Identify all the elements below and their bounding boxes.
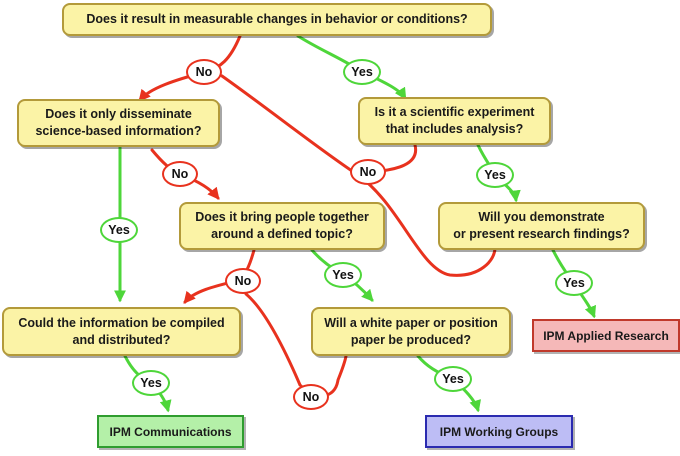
decision-q7-white-paper: Will a white paper or position paper be … bbox=[311, 307, 511, 356]
label-q7-no: No bbox=[293, 384, 329, 410]
label-q1-yes: Yes bbox=[343, 59, 381, 85]
label-q2-yes: Yes bbox=[100, 217, 138, 243]
outcome-ipm-applied-research: IPM Applied Research bbox=[532, 319, 680, 352]
label-q7-yes: Yes bbox=[434, 366, 472, 392]
decision-q2-disseminate-info: Does it only disseminate science-based i… bbox=[17, 99, 220, 147]
label-q5-yes: Yes bbox=[555, 270, 593, 296]
decision-q3-scientific-experiment: Is it a scientific experiment that inclu… bbox=[358, 97, 551, 145]
outcome-ipm-working-groups: IPM Working Groups bbox=[425, 415, 573, 448]
label-q2-no: No bbox=[162, 161, 198, 187]
label-q1-no: No bbox=[186, 59, 222, 85]
decision-q6-compiled-distributed: Could the information be compiled and di… bbox=[2, 307, 241, 356]
label-q4-yes: Yes bbox=[324, 262, 362, 288]
edge-q1-no-q5 bbox=[220, 74, 497, 277]
outcome-ipm-communications: IPM Communications bbox=[97, 415, 244, 448]
decision-q1-measurable-changes: Does it result in measurable changes in … bbox=[62, 3, 492, 36]
label-q3-no: No bbox=[350, 159, 386, 185]
decision-q4-bring-people-together: Does it bring people together around a d… bbox=[179, 202, 385, 250]
label-q3-yes: Yes bbox=[476, 162, 514, 188]
label-q6-yes: Yes bbox=[132, 370, 170, 396]
label-q4-no: No bbox=[225, 268, 261, 294]
decision-q5-present-findings: Will you demonstrate or present research… bbox=[438, 202, 645, 250]
